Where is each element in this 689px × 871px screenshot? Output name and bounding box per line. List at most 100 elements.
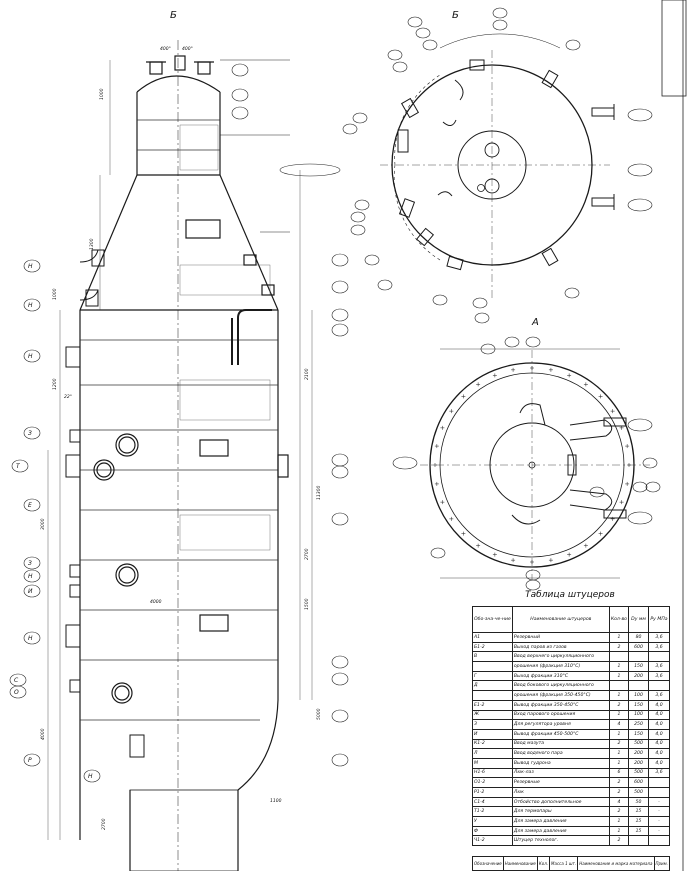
title-block: Обозначение Наименование Кол. Масса 1 шт… bbox=[472, 856, 670, 871]
table-cell: орошения (фракция 310°С) bbox=[511, 661, 610, 672]
table-cell: 2 bbox=[608, 787, 630, 798]
table-cell: И bbox=[472, 728, 513, 740]
table-cell: Вывод фракции 350-450°С bbox=[511, 699, 610, 711]
table-cell: С1-4 bbox=[472, 796, 513, 808]
table-cell: - bbox=[648, 816, 670, 827]
table-cell: Для термопары bbox=[511, 806, 610, 818]
table-cell bbox=[608, 680, 630, 692]
table-cell: Выход фракции 310°С bbox=[511, 670, 610, 682]
table-cell: 1 bbox=[608, 709, 630, 721]
table-cell: 200 bbox=[628, 670, 649, 682]
table-cell: Ф bbox=[472, 825, 513, 837]
view-label-section: А bbox=[531, 317, 539, 328]
table-cell: Р1-2 bbox=[472, 787, 513, 798]
table-cell: 3,6 bbox=[648, 641, 670, 653]
table-cell: 4,0 bbox=[648, 728, 670, 740]
table-cell: Л bbox=[472, 748, 513, 759]
table-cell: Ввод водяного пара bbox=[511, 748, 610, 759]
table-cell: 1 bbox=[608, 757, 630, 769]
table-cell: 3,6 bbox=[648, 690, 670, 701]
table-header: Обо-зна-че-ние bbox=[472, 606, 513, 633]
stamp-cell: Наименование bbox=[502, 856, 538, 871]
dim-label: 3000 bbox=[40, 518, 46, 530]
table-cell: 2 bbox=[608, 738, 630, 750]
view-label-top: Б bbox=[452, 10, 459, 21]
table-cell: 3,6 bbox=[648, 670, 670, 682]
table-cell: 2 bbox=[608, 641, 630, 653]
stamp-cell: Обозначение bbox=[472, 856, 504, 871]
table-cell: 15 bbox=[628, 806, 649, 818]
table-cell: 1 bbox=[608, 728, 630, 740]
callout-label: Н bbox=[28, 573, 33, 580]
table-cell: 1 bbox=[608, 825, 630, 837]
dim-label: 5000 bbox=[316, 708, 322, 720]
table-cell: 2 bbox=[608, 777, 630, 788]
dim-label: 2700 bbox=[101, 818, 107, 830]
table-cell: 4,0 bbox=[648, 709, 670, 721]
table-cell: 3,6 bbox=[648, 661, 670, 672]
callout-label: Р bbox=[28, 757, 32, 764]
stamp-cell: Прим. bbox=[653, 856, 670, 871]
nozzle-table-title: Таблица штуцеров bbox=[525, 590, 615, 600]
table-cell: М bbox=[472, 757, 513, 769]
table-cell: 1 bbox=[608, 632, 630, 643]
table-cell: Отбойство дополнительное bbox=[511, 796, 610, 808]
table-cell bbox=[628, 835, 649, 847]
dim-label: 11300 bbox=[316, 486, 322, 500]
dim-label: 1100 bbox=[270, 798, 282, 804]
dim-label: 1300 bbox=[89, 238, 95, 250]
nozzle-table: Обо-зна-че-ние Наименование штуцеров Кол… bbox=[472, 606, 670, 847]
table-cell: 1 bbox=[608, 816, 630, 827]
dim-label: 2700 bbox=[304, 548, 310, 560]
table-cell: орошения (фракция 350-450°С) bbox=[511, 690, 610, 701]
table-cell: Для замера давления bbox=[511, 816, 610, 827]
dim-label: 1000 bbox=[99, 88, 105, 100]
table-cell: Б1-2 bbox=[472, 641, 513, 653]
table-cell: Н1-6 bbox=[472, 767, 513, 779]
table-cell: Е1-2 bbox=[472, 699, 513, 711]
callout-label: Н bbox=[28, 263, 33, 270]
dim-label: 1000 bbox=[52, 288, 58, 300]
right-callouts bbox=[220, 59, 349, 767]
table-cell: У bbox=[472, 816, 513, 827]
dim-label: 1500 bbox=[304, 598, 310, 610]
table-cell: 15 bbox=[628, 825, 649, 837]
table-cell bbox=[628, 680, 649, 692]
table-cell: 4,0 bbox=[648, 748, 670, 759]
table-header: Наименование штуцеров bbox=[511, 606, 610, 633]
table-cell: 3,6 bbox=[648, 767, 670, 779]
table-cell: 500 bbox=[628, 787, 649, 798]
table-cell: 1 bbox=[608, 690, 630, 701]
table-cell: 6 bbox=[608, 767, 630, 779]
table-cell: В bbox=[472, 651, 513, 663]
table-cell: Т1-2 bbox=[472, 806, 513, 818]
callout-label: Е bbox=[28, 502, 32, 509]
dim-label: 400° bbox=[160, 46, 171, 52]
table-cell: К1-2 bbox=[472, 738, 513, 750]
table-cell: 4,0 bbox=[648, 699, 670, 711]
table-cell: 3,6 bbox=[648, 632, 670, 643]
table-cell: А1 bbox=[472, 632, 513, 643]
table-cell: З bbox=[472, 719, 513, 730]
table-cell: 150 bbox=[628, 699, 649, 711]
table-cell: 500 bbox=[628, 738, 649, 750]
table-cell: 100 bbox=[628, 690, 649, 701]
section-a: А bbox=[392, 317, 661, 591]
callout-label: Т bbox=[16, 463, 21, 470]
table-cell: 50 bbox=[628, 796, 649, 808]
table-cell: Вход парового орошения bbox=[511, 709, 610, 721]
dim-label: 4000 bbox=[150, 599, 162, 605]
stamp-cell: Наименование и марка материала bbox=[577, 856, 655, 871]
table-cell: Ч1-2 bbox=[472, 835, 513, 847]
top-view-b: Б bbox=[342, 7, 653, 324]
table-cell: 80 bbox=[628, 632, 649, 643]
table-cell: 2 bbox=[608, 835, 630, 847]
